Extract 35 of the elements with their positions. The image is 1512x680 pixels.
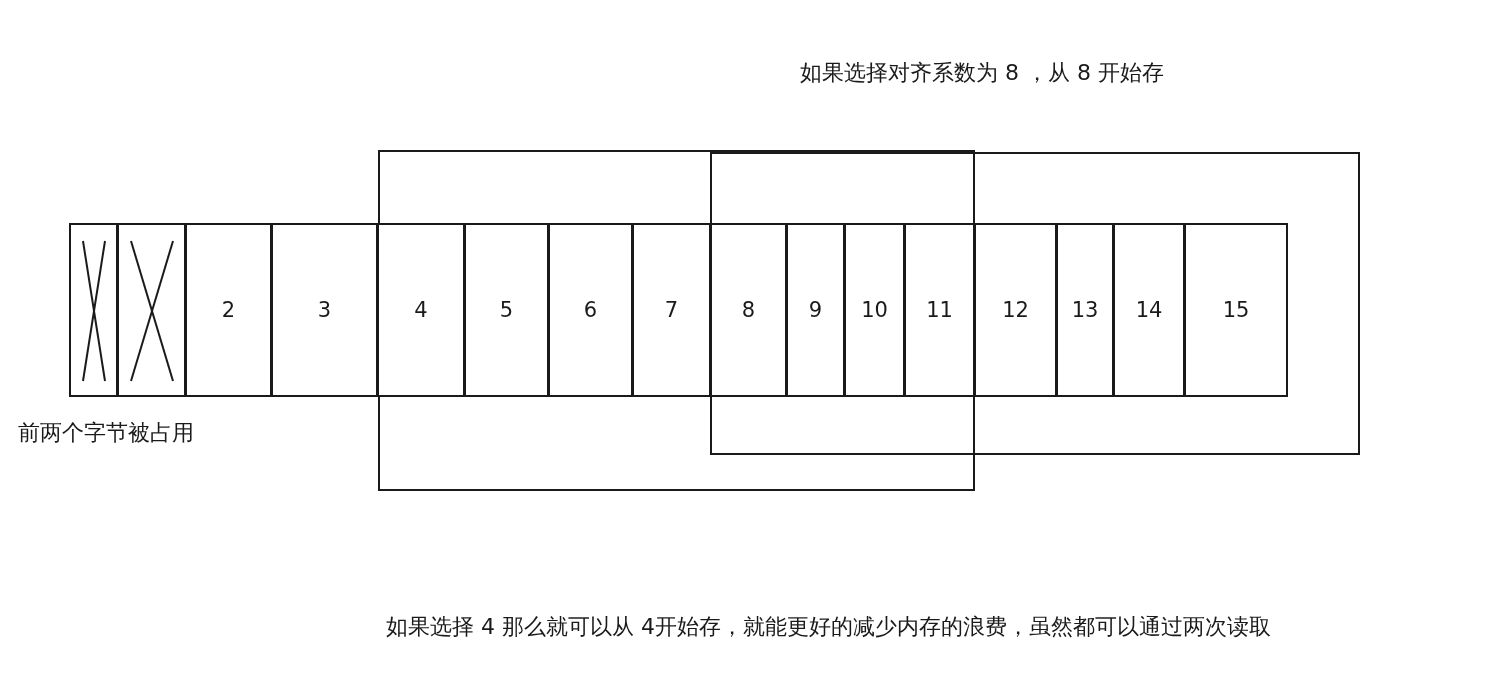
byte-cell (786, 223, 845, 397)
byte-cell (377, 223, 465, 397)
byte-cell (1113, 223, 1185, 397)
byte-index: 7 (664, 298, 679, 322)
byte-index: 13 (1071, 298, 1099, 322)
byte-cell (632, 223, 711, 397)
note-text: 如果选择对齐系数为 8 ，从 8 开始存 (800, 59, 1164, 87)
note-text: 如果选择 4 那么就可以从 4开始存，就能更好的减少内存的浪费，虽然都可以通过两次读取 (386, 613, 1271, 641)
byte-cell (1056, 223, 1114, 397)
byte-index: 5 (499, 298, 514, 322)
group-outline (710, 152, 1360, 455)
crossed-out-cell (69, 223, 118, 397)
byte-index: 12 (1002, 298, 1029, 322)
byte-index: 15 (1222, 298, 1250, 322)
byte-cell (710, 223, 787, 397)
crossed-out-cell (117, 223, 186, 397)
byte-cell (185, 223, 272, 397)
byte-cell (844, 223, 905, 397)
byte-index: 9 (808, 298, 823, 322)
note-text: 前两个字节被占用 (18, 419, 194, 447)
group-outline (378, 150, 975, 491)
byte-index: 10 (861, 298, 888, 322)
byte-cell (464, 223, 549, 397)
byte-index: 8 (741, 298, 756, 322)
byte-index: 14 (1135, 298, 1163, 322)
byte-index: 4 (414, 298, 428, 322)
byte-cell (548, 223, 633, 397)
byte-index: 11 (926, 298, 953, 322)
byte-cell (1184, 223, 1288, 397)
byte-index: 6 (583, 298, 598, 322)
byte-index: 3 (317, 298, 332, 322)
byte-index: 2 (221, 298, 236, 322)
byte-cell (974, 223, 1057, 397)
byte-cell (904, 223, 975, 397)
byte-cell (271, 223, 378, 397)
